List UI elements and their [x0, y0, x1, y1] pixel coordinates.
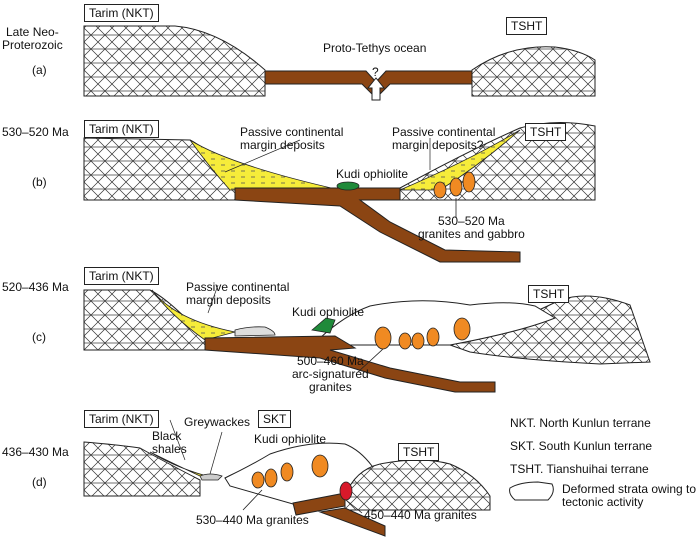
granites-label-d: 530–440 Ma granites	[196, 513, 309, 527]
deformed-strata	[234, 326, 276, 337]
leader-lines	[169, 138, 431, 475]
era-b: 530–520 Ma	[2, 125, 69, 139]
tarim-label-b: Tarim (NKT)	[84, 120, 159, 138]
skt-label-d: SKT	[258, 410, 292, 428]
era-a: Late Neo- Proterozoic	[2, 25, 63, 52]
passive-margin-q-label: Passive continental margin deposits?	[392, 125, 496, 152]
young-granite	[339, 481, 353, 501]
tarim-block	[83, 25, 266, 97]
black-shales-label: Black shales	[152, 429, 187, 456]
era-c: 520–436 Ma	[2, 280, 69, 294]
question-mark: ?	[372, 65, 379, 79]
granite-bodies	[374, 317, 471, 350]
tarim-label-a: Tarim (NKT)	[84, 4, 159, 22]
tarim-block	[83, 441, 201, 497]
legend-tsht: TSHT. Tianshuihai terrane	[510, 462, 649, 476]
granites-label-c: 500–460 Ma arc-signatured granites	[292, 354, 369, 394]
panel-b	[83, 121, 596, 263]
legend-skt: SKT. South Kunlun terrane	[510, 439, 653, 453]
tsht-label-a: TSHT	[506, 17, 548, 35]
kudi-label-c: Kudi ophiolite	[292, 305, 365, 319]
greywackes-label: Greywackes	[184, 415, 251, 429]
passive-margin-label-c: Passive continental margin deposits	[186, 280, 290, 307]
oceanic-crust	[204, 335, 496, 393]
oceanic-crust	[234, 187, 521, 263]
tsht-label-d: TSHT	[398, 443, 440, 461]
panel-letter-c: (c)	[32, 330, 46, 344]
oceanic-crust	[264, 70, 473, 99]
oceanic-crust	[292, 492, 346, 516]
panel-letter-d: (d)	[32, 475, 47, 489]
passive-margin-label-b: Passive continental margin deposits	[240, 125, 344, 152]
granites-label-d2: 450–440 Ma granites	[364, 508, 477, 522]
passive-margin-wedge-2	[399, 129, 521, 191]
era-d: 436–430 Ma	[2, 445, 69, 459]
legend-deformed: Deformed strata owing to tectonic activi…	[562, 482, 697, 509]
upwelling-arrow	[366, 77, 386, 101]
tarim-label-d: Tarim (NKT)	[84, 410, 159, 428]
tsht-label-b: TSHT	[525, 123, 567, 141]
granite-bodies	[433, 171, 476, 199]
kudi-ophiolite	[311, 317, 336, 334]
granite-bodies	[251, 454, 329, 489]
kudi-label-b: Kudi ophiolite	[336, 167, 409, 181]
oceanic-crust-slab	[318, 507, 386, 537]
tarim-label-c: Tarim (NKT)	[84, 267, 159, 285]
tsht-block	[471, 46, 596, 97]
panel-d	[83, 441, 491, 537]
panel-letter-a: (a)	[32, 63, 47, 77]
legend-nkt: NKT. North Kunlun terrane	[510, 416, 651, 430]
panel-letter-b: (b)	[32, 175, 47, 189]
greywacke-lens	[199, 473, 223, 481]
granites-label-b: 530–520 Ma granites and gabbro	[418, 214, 525, 241]
panel-c	[83, 289, 651, 393]
kudi-ophiolite	[336, 181, 360, 191]
legend-deformed-swatch	[509, 481, 554, 501]
tsht-label-c: TSHT	[528, 285, 570, 303]
kudi-label-d: Kudi ophiolite	[254, 432, 327, 446]
proto-tethys-label: Proto-Tethys ocean	[323, 41, 427, 55]
panel-a	[83, 25, 596, 101]
